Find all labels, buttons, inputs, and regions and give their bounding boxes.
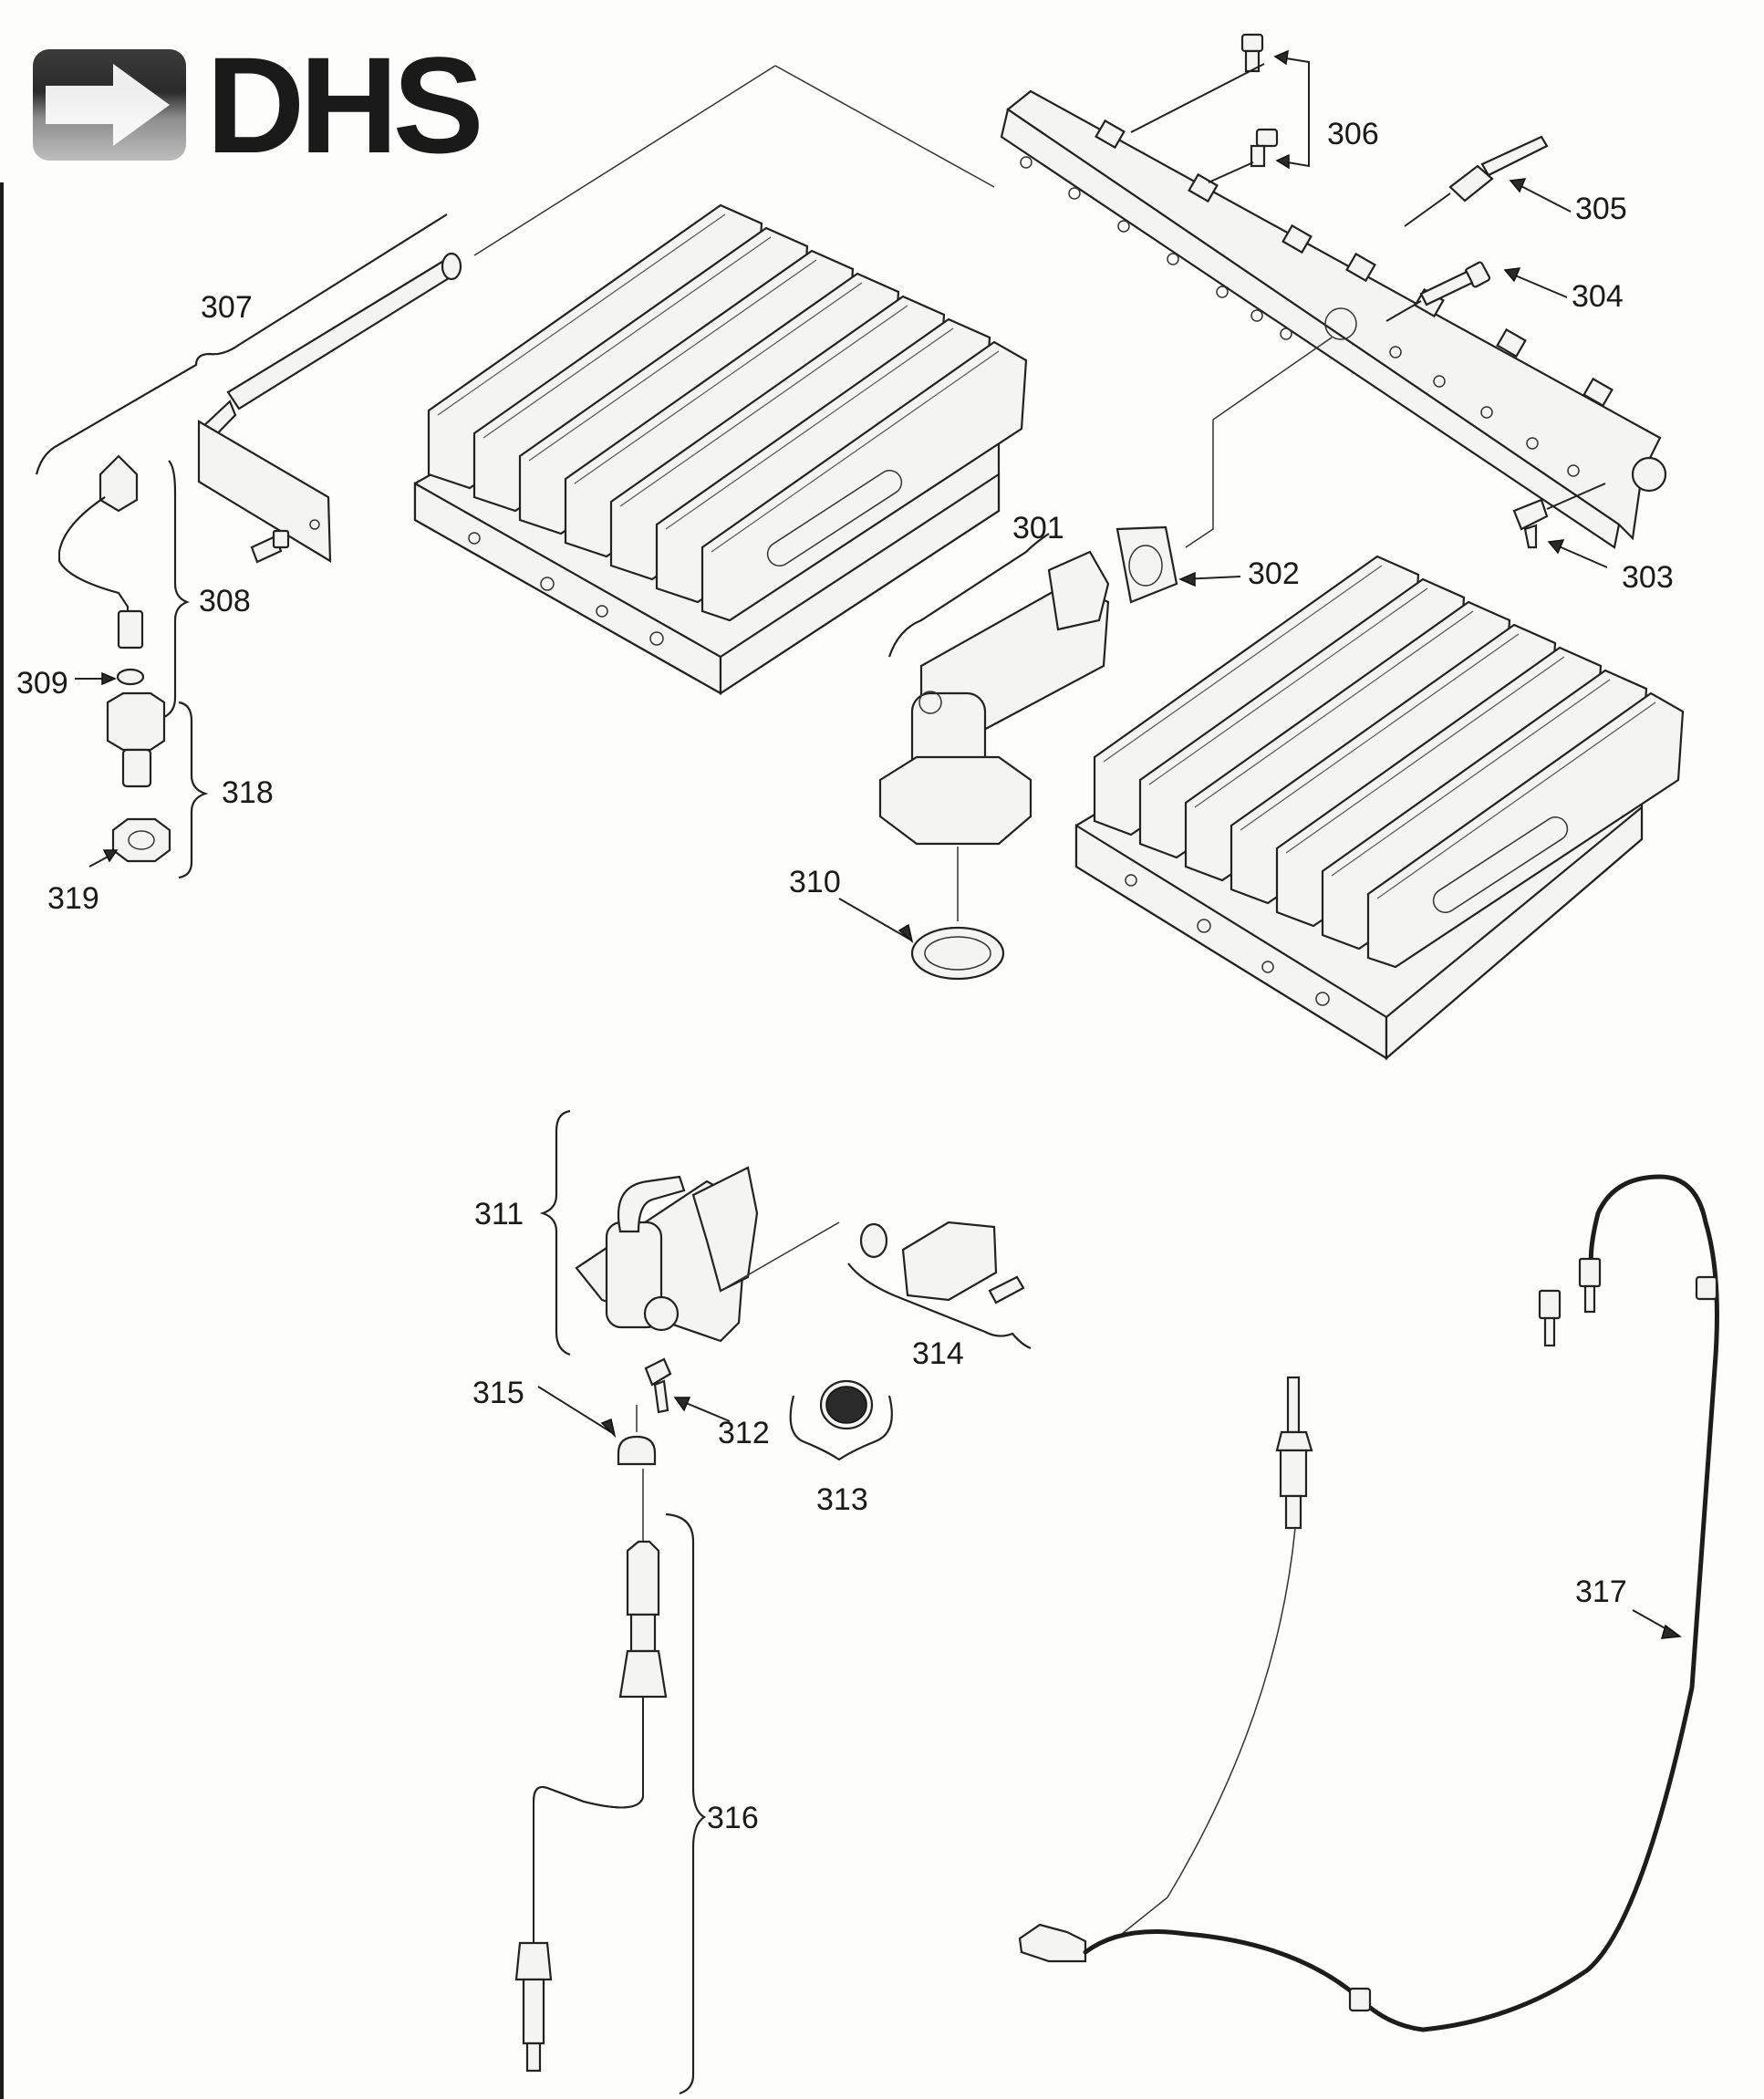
- callout-317: 317: [1575, 1574, 1627, 1609]
- leader-line: [1185, 337, 1333, 548]
- dhs-logo: DHS: [33, 36, 589, 173]
- washer-310: [838, 847, 1005, 981]
- injector-305: [1404, 135, 1572, 227]
- screw-304: [1385, 261, 1568, 322]
- callout-319: 319: [47, 881, 99, 916]
- bracket-clip-314: [847, 1221, 1032, 1350]
- cap-315: [537, 1386, 657, 1466]
- callout-304: 304: [1572, 279, 1624, 314]
- nut-319: [88, 817, 171, 868]
- pilot-supply-tube-308: [58, 454, 191, 718]
- logo-arrow-mark: [33, 49, 186, 161]
- logo-wordmark: DHS: [206, 28, 484, 182]
- burner-blades-lower: [1093, 555, 1685, 969]
- pilot-tube-316: [514, 1469, 707, 2095]
- page-margin-rule: [0, 182, 4, 2099]
- leader-line: [473, 65, 776, 256]
- callout-311: 311: [474, 1197, 524, 1231]
- callout-313: 313: [816, 1482, 868, 1517]
- callout-302: 302: [1248, 556, 1300, 591]
- callout-316: 316: [707, 1801, 759, 1835]
- burner-block-lower: [1074, 555, 1685, 1061]
- callout-318: 318: [222, 775, 274, 810]
- filter-313: [789, 1379, 893, 1461]
- burner-blades-upper: [427, 203, 1028, 622]
- pilot-connector-318: [106, 691, 209, 879]
- pilot-assembly-307: [35, 213, 462, 563]
- callout-301: 301: [1012, 511, 1064, 546]
- gas-manifold-bar: [1000, 89, 1667, 549]
- callout-312: 312: [718, 1416, 770, 1450]
- injector-body-301: [878, 550, 1110, 846]
- callout-308: 308: [199, 584, 251, 618]
- callout-305: 305: [1575, 192, 1627, 226]
- callout-314: 314: [912, 1336, 964, 1371]
- callout-309: 309: [16, 666, 68, 701]
- burner-block-upper: [413, 203, 1028, 696]
- pilot-burner-311: [539, 1109, 840, 1356]
- callout-303: 303: [1622, 560, 1674, 595]
- callout-310: 310: [789, 865, 841, 899]
- callout-307: 307: [201, 290, 253, 325]
- callout-315: 315: [472, 1376, 524, 1410]
- gasket-302: [1115, 525, 1241, 604]
- screw-312: [644, 1357, 731, 1422]
- nozzle-303: [1512, 483, 1608, 568]
- brace-301: [887, 533, 1050, 658]
- leader-line: [774, 65, 995, 188]
- callout-labels: 306 305 304 303 302 301 307 308 309 310 …: [16, 117, 1674, 1835]
- thermocouple-317: [1018, 1174, 1719, 2032]
- screw-bracket-308: [250, 529, 290, 564]
- o-ring-309: [75, 668, 145, 686]
- manifold-screws-306: [1130, 33, 1310, 183]
- callout-306: 306: [1327, 117, 1379, 151]
